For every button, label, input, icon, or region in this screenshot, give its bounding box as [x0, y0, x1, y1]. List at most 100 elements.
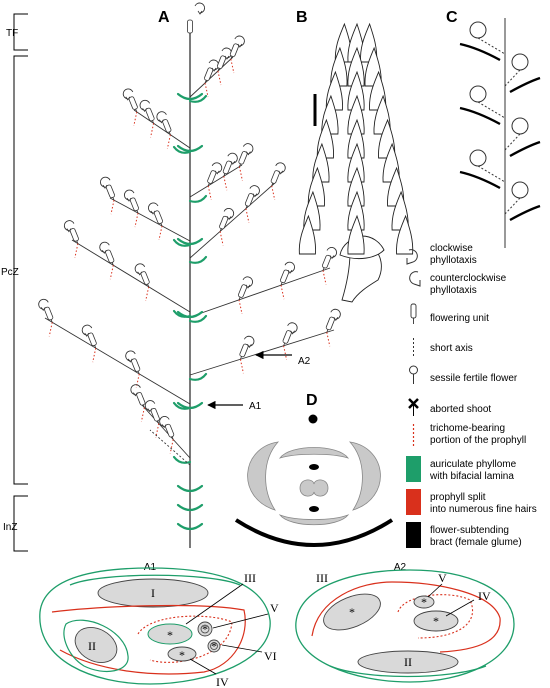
phyllotaxis-arrow-icon [150, 210, 156, 215]
trichome-portion [135, 373, 140, 389]
flowering-unit-stalk [135, 108, 138, 113]
legend-flowering-unit-label: flowering unit [430, 313, 489, 324]
clockwise-phyllotaxis-icon [234, 35, 245, 47]
axis-auriculate-phyllome [176, 144, 204, 153]
flowering-unit [129, 197, 139, 214]
a1-flower-iii: * [167, 628, 173, 642]
flowering-unit-stalk [223, 173, 226, 177]
trichome-portion [207, 185, 212, 200]
bracket-inz [13, 495, 28, 552]
flowering-unit-body [140, 271, 150, 285]
flowering-unit [216, 55, 227, 72]
inner-bract-top [278, 447, 350, 459]
flowering-unit-stalk [240, 356, 242, 360]
lateral-branch [189, 164, 243, 198]
short-axis [504, 69, 521, 87]
a1-shoot-ii [74, 627, 118, 663]
trichome-portion [238, 299, 243, 314]
auriculate-phyllome [172, 455, 192, 464]
a2-prophyll-outline [311, 581, 501, 653]
a1-shoot-iii [147, 623, 193, 645]
legend-auriculate-line1: auriculate phyllome [430, 459, 517, 470]
counterclockwise-phyllotaxis-icon [63, 220, 75, 232]
flowering-unit-stalk [322, 267, 325, 271]
panel-c-short-axis-scheme [459, 18, 541, 248]
flowering-unit [282, 330, 292, 346]
auriculate-phyllome [188, 194, 208, 203]
sessile-flower [469, 21, 487, 39]
flowering-unit-stalk [94, 345, 97, 349]
a2-inner-phyllome [329, 665, 487, 678]
a1-phyllome-ii [63, 619, 129, 673]
flowering-unit-stalk [152, 120, 154, 124]
axis-auriculate-phyllome [176, 237, 204, 246]
phyllotaxis-arrow-icon [142, 108, 147, 113]
phyllotaxis-arrow-icon [137, 271, 143, 276]
counterclockwise-phyllotaxis-icon [147, 202, 159, 214]
female-glume [459, 42, 501, 62]
legend-short-axis-label: short axis [430, 343, 473, 354]
spikelet-scale [347, 70, 365, 111]
flowering-unit-stalk [271, 182, 274, 186]
legend-auriculate: auriculate phyllome with bifacial lamina [406, 456, 517, 482]
short-axis [477, 101, 506, 119]
spikelet-scale [347, 118, 365, 159]
flowering-unit-stalk [168, 131, 171, 135]
flowering-unit [131, 358, 141, 375]
lateral-branch [189, 267, 331, 318]
stamen-top [309, 464, 319, 470]
lateral-branch [44, 317, 191, 405]
female-glume [509, 204, 541, 222]
flowering-unit-stalk [219, 228, 222, 232]
spikelet-scale [347, 94, 365, 135]
flowering-unit-stalk [137, 370, 140, 375]
flowering-unit-stalk [112, 197, 115, 201]
spikelet-scale [347, 166, 365, 207]
clockwise-phyllotaxis-icon [243, 335, 255, 347]
a2-flower-iii: * [349, 605, 355, 619]
counterclockwise-phyllotaxis-icon [81, 324, 93, 336]
a1-outer-phyllome [39, 567, 271, 685]
flowering-unit-stalk [111, 262, 114, 266]
axis-dot [308, 414, 318, 424]
a2-flower-iv: * [433, 614, 439, 628]
panel-b-spikelet-drawing [298, 22, 414, 303]
legend-prophyll-split-line2: into numerous fine hairs [430, 504, 537, 515]
trichome-portion [326, 332, 331, 347]
short-axis [477, 37, 506, 55]
flowering-unit [239, 343, 249, 360]
phyllotaxis-arrow-icon [133, 392, 138, 397]
axis-auriculate-phyllome [176, 503, 204, 512]
clockwise-phyllotaxis-icon [275, 162, 286, 174]
a2-label-ii: II [404, 655, 412, 669]
a2-label-v: V [438, 571, 447, 585]
flowering-unit-stalk [326, 329, 329, 333]
axis-auriculate-phyllome [176, 310, 204, 319]
legend-clockwise: clockwise phyllotaxis [406, 243, 477, 266]
lateral-branch [71, 239, 191, 313]
trichome-portion [223, 176, 228, 191]
auriculate-phyllome [172, 145, 192, 154]
trichome-portion [140, 407, 145, 422]
flowering-unit-body [238, 284, 248, 298]
flowering-unit-stalk [280, 282, 283, 286]
counterclockwise-phyllotaxis-icon [122, 88, 134, 100]
a1-shoot-v [197, 621, 213, 637]
auriculate-phyllome [188, 314, 208, 323]
flowering-unit [270, 170, 280, 186]
a2-shoot-iii [323, 593, 381, 631]
legend-trichome-line1: trichome-bearing [430, 423, 505, 434]
axis-auriculate-phyllome [176, 92, 204, 101]
flowering-unit-body [229, 43, 239, 57]
flowering-unit-stalk [76, 240, 79, 244]
flowering-unit [322, 254, 332, 271]
panel-letter-d: D [306, 392, 318, 409]
clockwise-phyllotaxis-icon [242, 143, 254, 155]
clockwise-phyllotaxis-icon [227, 152, 238, 164]
flowering-unit-stalk [245, 205, 248, 209]
spikelet-scale [347, 46, 365, 87]
flowering-unit-stalk [283, 342, 286, 346]
flowering-unit-body [219, 215, 229, 230]
auriculate-phyllome [188, 255, 208, 264]
phyllotaxis-arrow-icon [126, 197, 132, 202]
